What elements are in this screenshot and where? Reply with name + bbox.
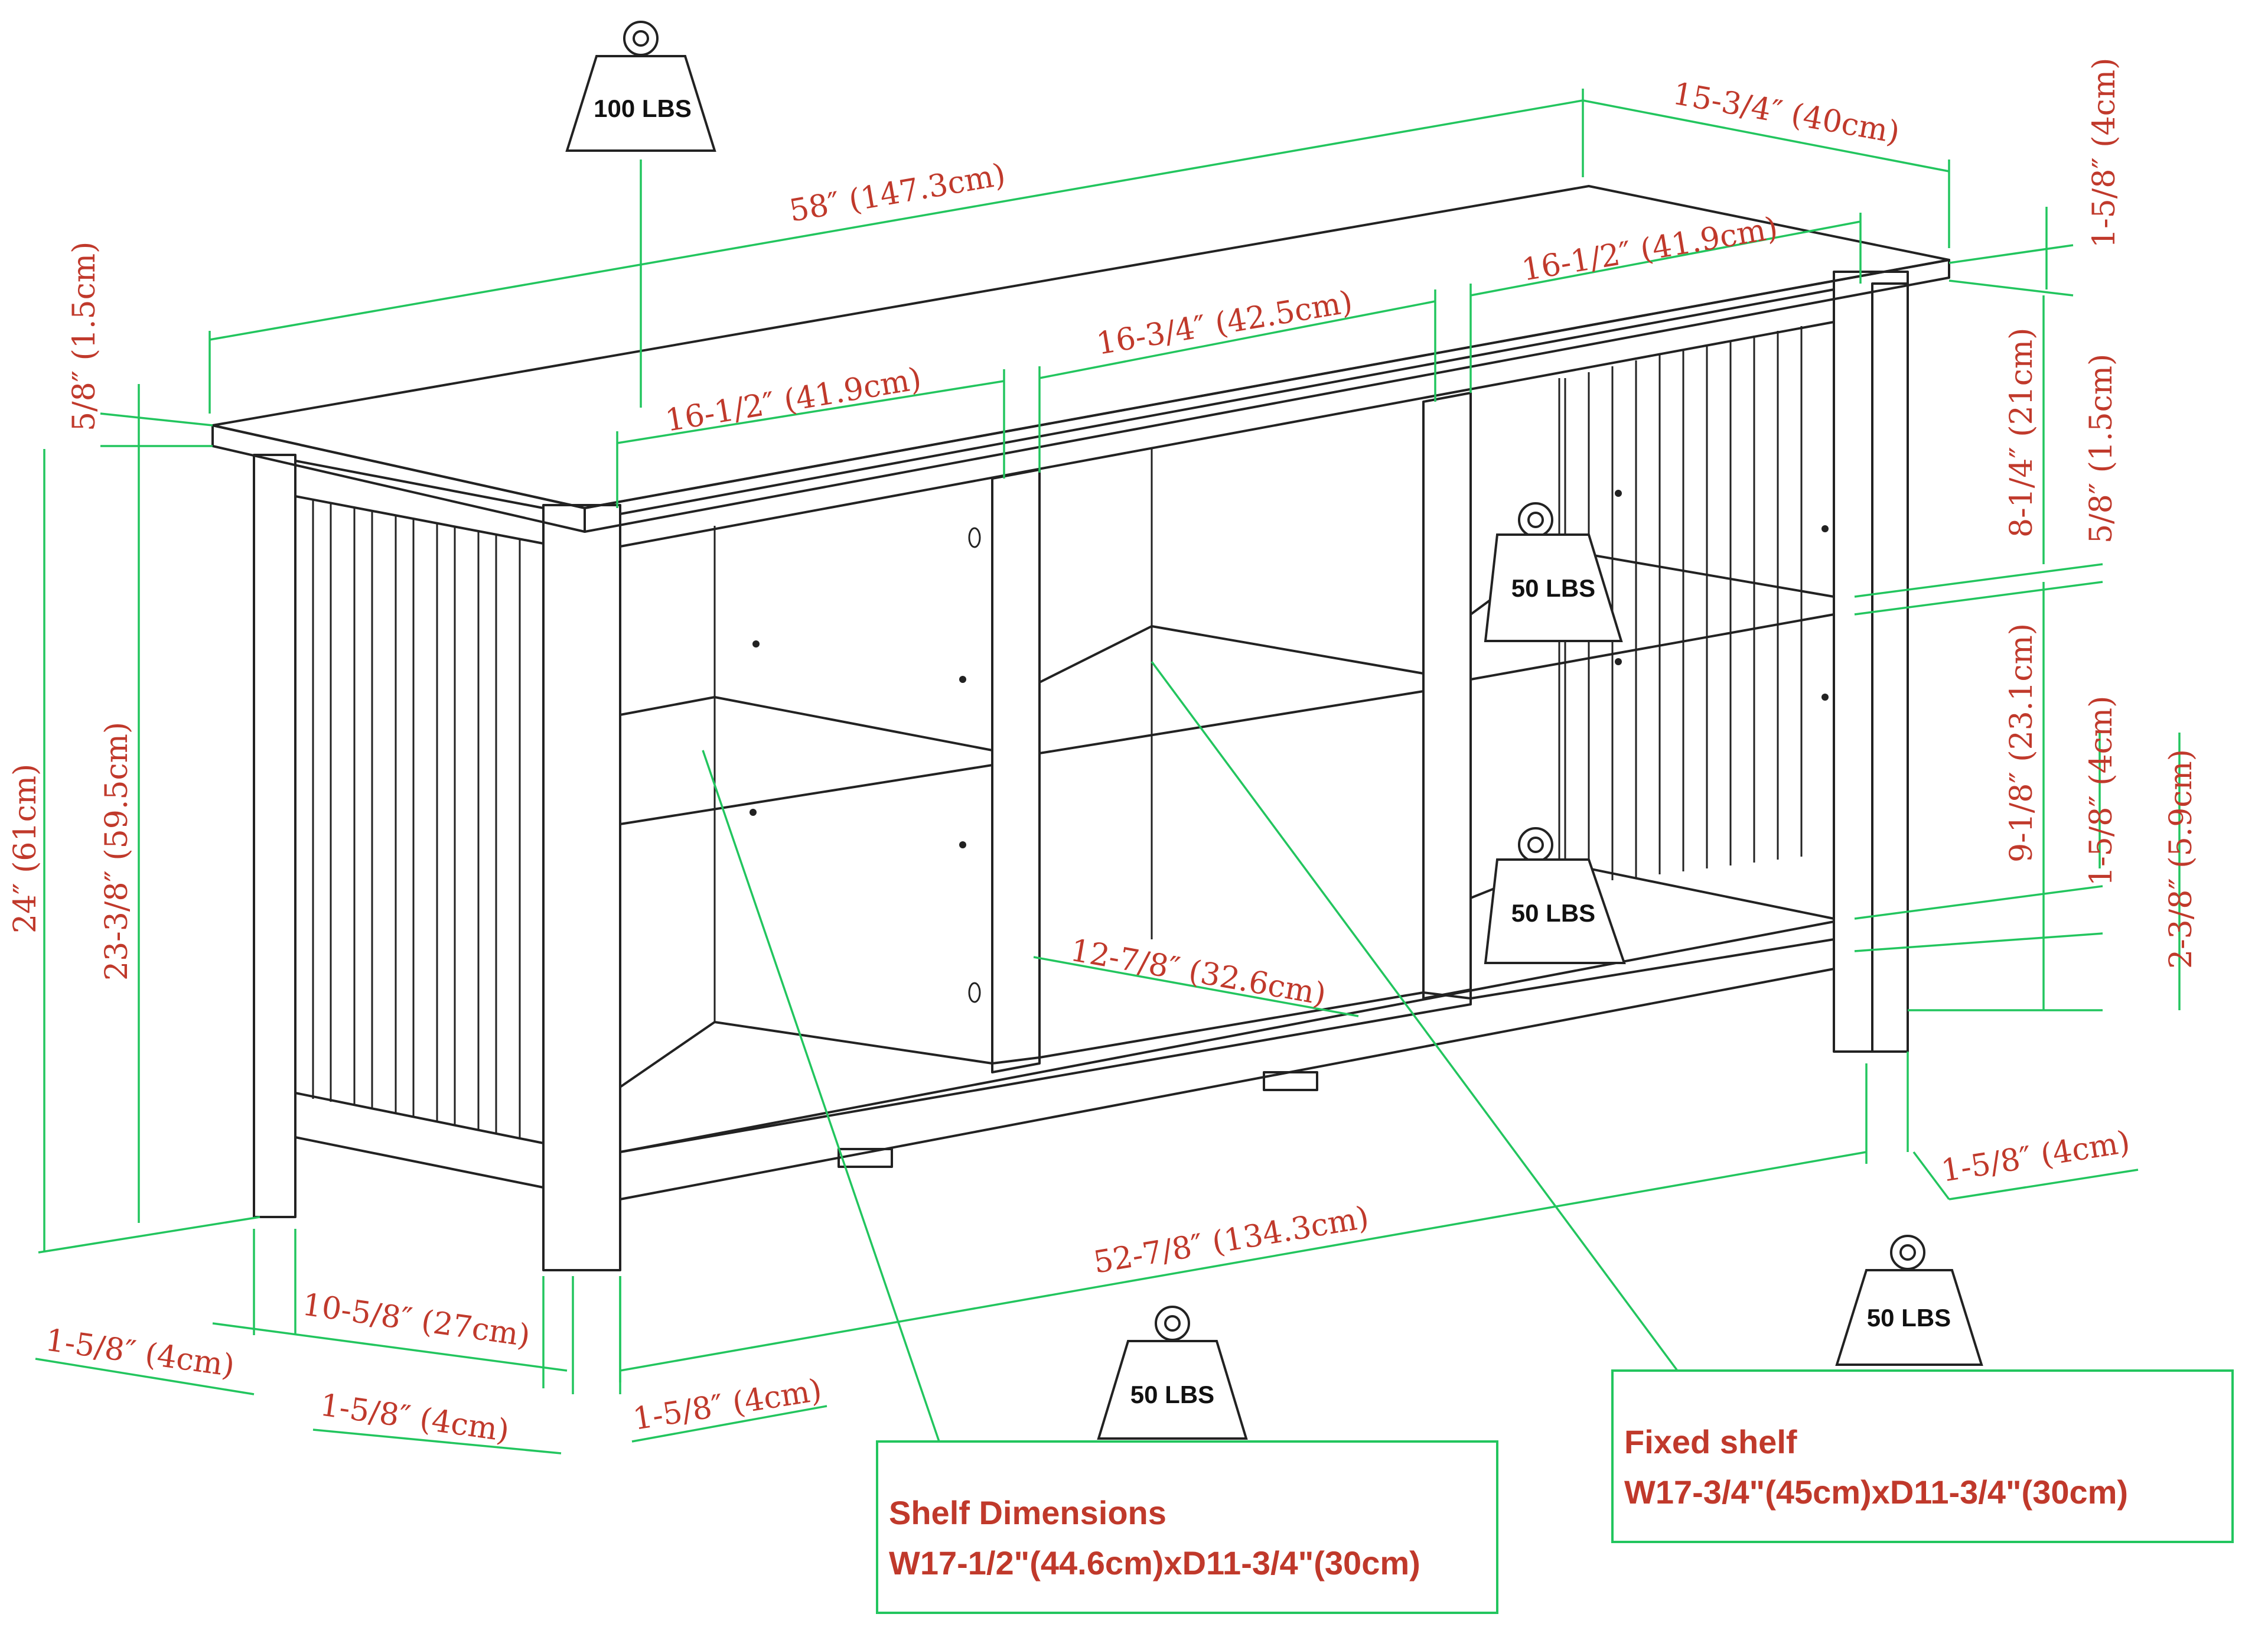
dim-overall-height: 24″ (61cm) <box>8 764 43 933</box>
dim-opening-left: 16-1/2″ (41.9cm) <box>663 361 924 438</box>
left-bottom-rail <box>294 1092 545 1189</box>
top-slab-right-edge <box>584 259 1950 533</box>
dim-leg-clearance: 2-3/8″ (5.9cm) <box>2163 749 2199 969</box>
weight-icon-fixed <box>1835 1235 1983 1366</box>
weight-label-top: 100 LBS <box>594 95 692 122</box>
right-back-leg-edge <box>1871 282 1909 1053</box>
shelf-dimensions-title: Shelf Dimensions <box>889 1494 1166 1531</box>
dim-upper-opening-height: 8-1/4″ (21cm) <box>2004 328 2039 538</box>
front-top-rail <box>619 288 1835 548</box>
weight-icon-top <box>565 21 716 152</box>
left-back-leg <box>253 454 296 1218</box>
divider-right <box>1422 392 1472 1000</box>
dim-leg-left-c: 1-5/8″ (4cm) <box>631 1372 825 1437</box>
dim-top-thickness-left: 5/8″ (1.5cm) <box>67 242 102 431</box>
dim-opening-right: 16-1/2″ (41.9cm) <box>1519 210 1780 288</box>
fixed-shelf-title: Fixed shelf <box>1624 1423 1797 1460</box>
left-adjustable-shelf <box>619 696 993 825</box>
fixed-shelf-size: W17-3/4"(45cm)xD11-3/4"(30cm) <box>1624 1473 2128 1511</box>
dimension-lines <box>35 89 2181 1454</box>
weight-label-fixed: 50 LBS <box>1867 1304 1951 1332</box>
left-slats <box>312 499 521 1139</box>
center-foot-right <box>1263 1071 1318 1091</box>
left-front-leg <box>542 504 621 1271</box>
left-top-rail <box>294 460 545 545</box>
shelf-dimensions-size: W17-1/2"(44.6cm)xD11-3/4"(30cm) <box>889 1544 1420 1582</box>
dim-leg-right: 1-5/8″ (4cm) <box>1939 1124 2133 1189</box>
dim-lower-opening-height: 9-1/8″ (23.1cm) <box>2004 623 2039 863</box>
dim-inner-depth: 12-7/8″ (32.6cm) <box>1068 933 1329 1013</box>
dim-shelf-thickness: 5/8″ (1.5cm) <box>2084 354 2119 544</box>
weight-label-center: 50 LBS <box>1130 1381 1214 1408</box>
weight-icon-upper-shelf <box>1484 502 1623 642</box>
dim-leg-height-inner: 23-3/8″ (59.5cm) <box>99 722 135 981</box>
dim-side-depth: 10-5/8″ (27cm) <box>300 1287 532 1353</box>
fixed-shelf-box <box>1611 1369 2234 1543</box>
weight-icon-center <box>1097 1306 1248 1440</box>
dim-top-right-thickness: 1-5/8″ (4cm) <box>2087 58 2122 248</box>
divider-left <box>991 468 1041 1073</box>
dim-overall-width: 58″ (147.3cm) <box>787 157 1008 229</box>
shelf-pin-holes <box>750 490 1829 1003</box>
center-foot-left <box>838 1148 893 1168</box>
weight-icon-lower-shelf <box>1484 827 1626 964</box>
weight-label-lower-shelf: 50 LBS <box>1511 899 1595 927</box>
dim-opening-center: 16-3/4″ (42.5cm) <box>1094 284 1355 362</box>
dim-inner-width: 52-7/8″ (134.3cm) <box>1091 1200 1371 1281</box>
right-front-leg <box>1833 271 1909 1053</box>
dim-bottom-shelf-thickness: 1-5/8″ (4cm) <box>2084 696 2119 886</box>
tv-stand-drawing <box>211 185 1950 1271</box>
shelf-dimensions-box <box>876 1440 1498 1614</box>
bottom-deck <box>619 991 1472 1153</box>
center-adjustable-shelf <box>1038 625 1425 754</box>
weight-label-upper-shelf: 50 LBS <box>1511 574 1595 602</box>
